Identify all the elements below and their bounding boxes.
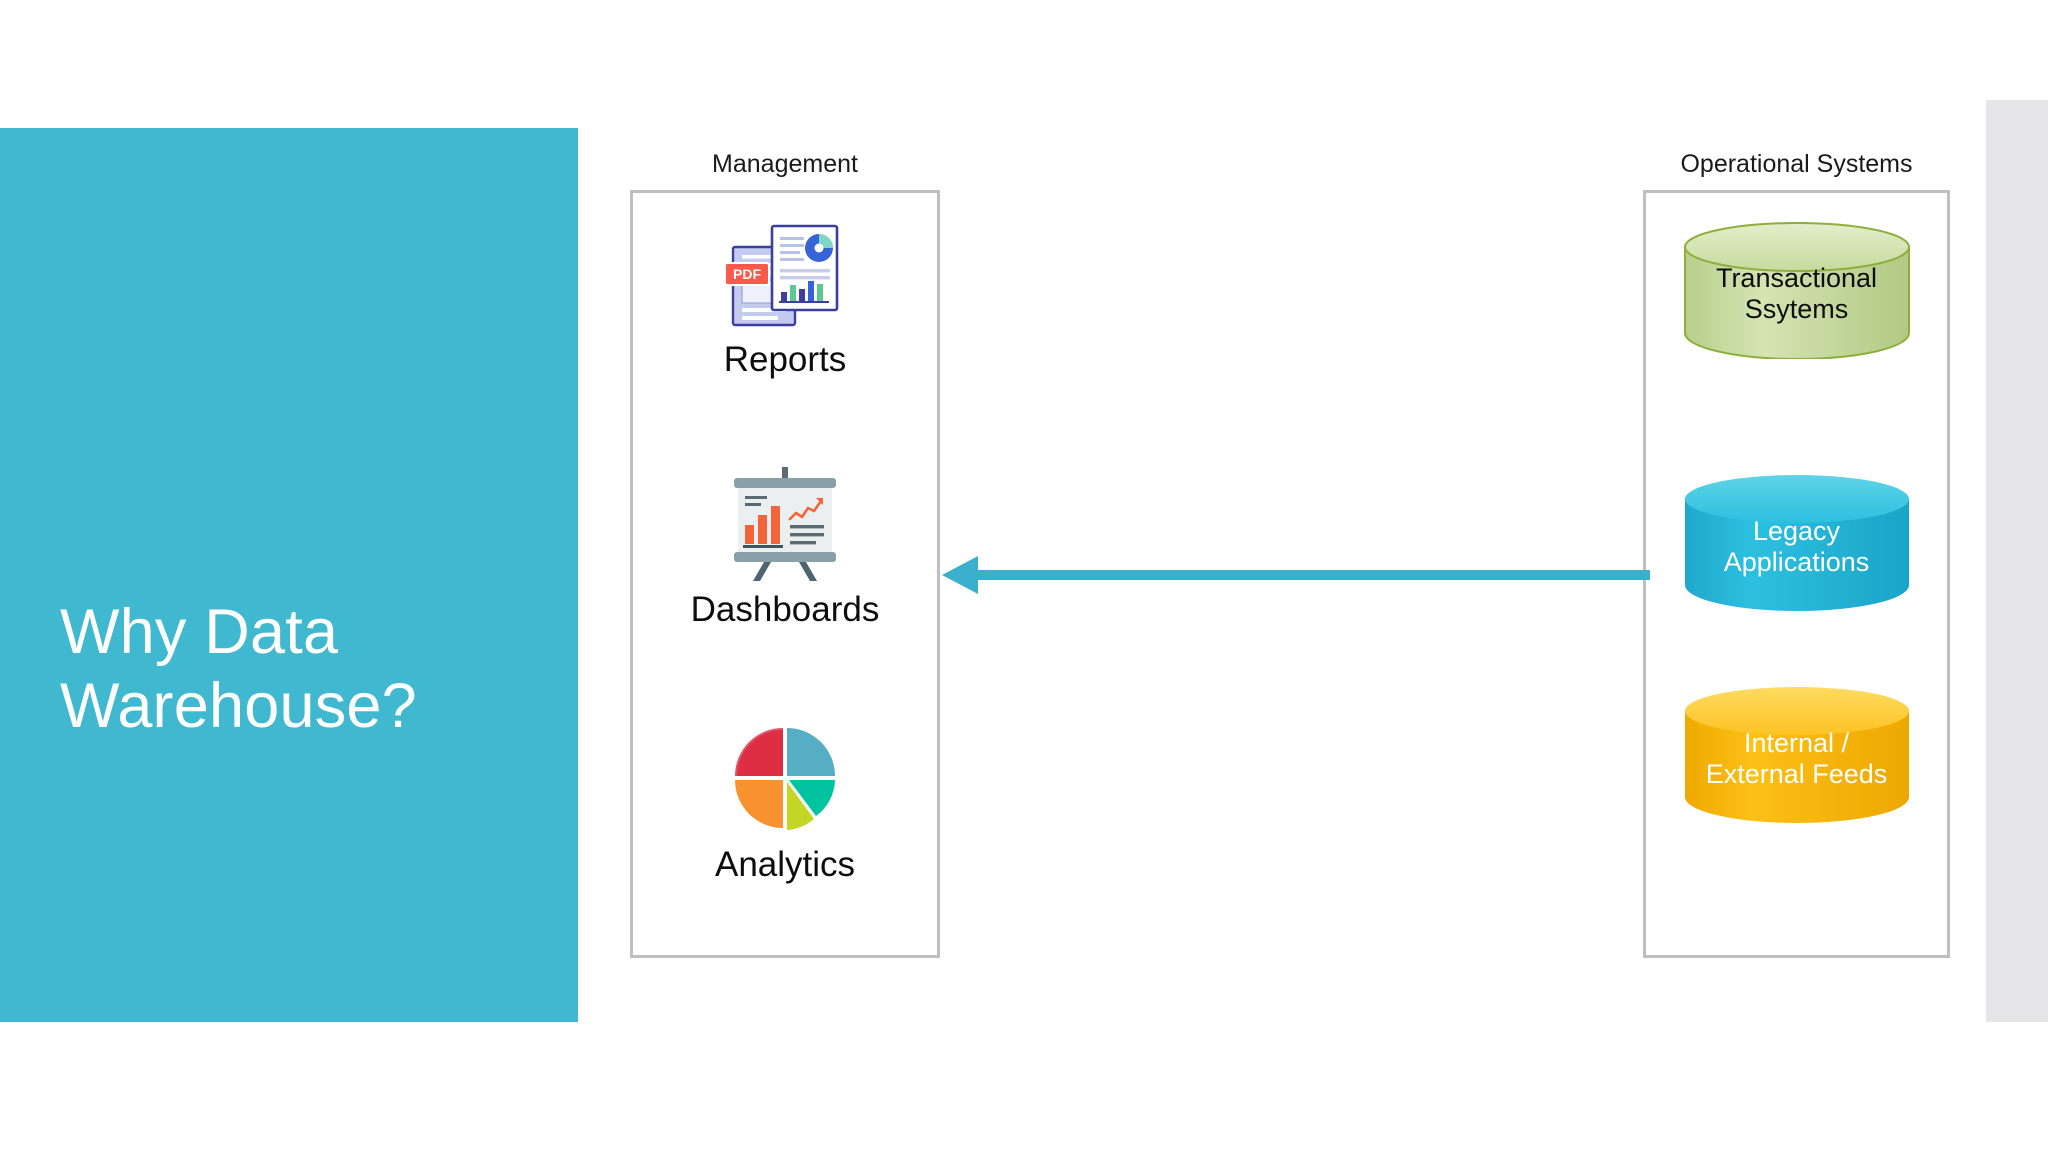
cylinder-transactional-systems[interactable]: Transactional Ssytems (1681, 221, 1913, 359)
operational-group-caption: Operational Systems (1680, 150, 1913, 178)
right-edge-strip (1986, 100, 2048, 1022)
operational-systems-panel: Transactional Ssytems Le (1643, 190, 1950, 958)
title-block: Why Data Warehouse? (0, 128, 578, 1022)
management-item-reports[interactable]: PDF Reports (633, 213, 937, 380)
svg-text:PDF: PDF (733, 266, 761, 282)
management-item-dashboards[interactable]: Dashboards (633, 463, 937, 630)
left-arrow-icon (942, 556, 1650, 594)
management-group-caption: Management (712, 150, 858, 178)
database-cylinder-icon (1684, 687, 1909, 823)
cylinder-legacy-applications[interactable]: Legacy Applications (1681, 473, 1913, 611)
database-cylinder-icon (1684, 475, 1909, 611)
cylinder-internal-external-feeds[interactable]: Internal / External Feeds (1681, 685, 1913, 823)
database-cylinder-icon (1683, 222, 1910, 359)
pie-chart-icon (735, 728, 835, 830)
report-documents-icon: PDF (724, 224, 839, 327)
management-item-analytics[interactable]: Analytics (633, 718, 937, 885)
management-item-label: Analytics (714, 845, 856, 884)
management-item-label: Reports (723, 340, 847, 379)
management-panel: PDF Reports (630, 190, 940, 958)
page-title: Why Data Warehouse? (60, 597, 417, 741)
presentation-board-icon (734, 467, 836, 581)
management-item-label: Dashboards (690, 590, 880, 629)
